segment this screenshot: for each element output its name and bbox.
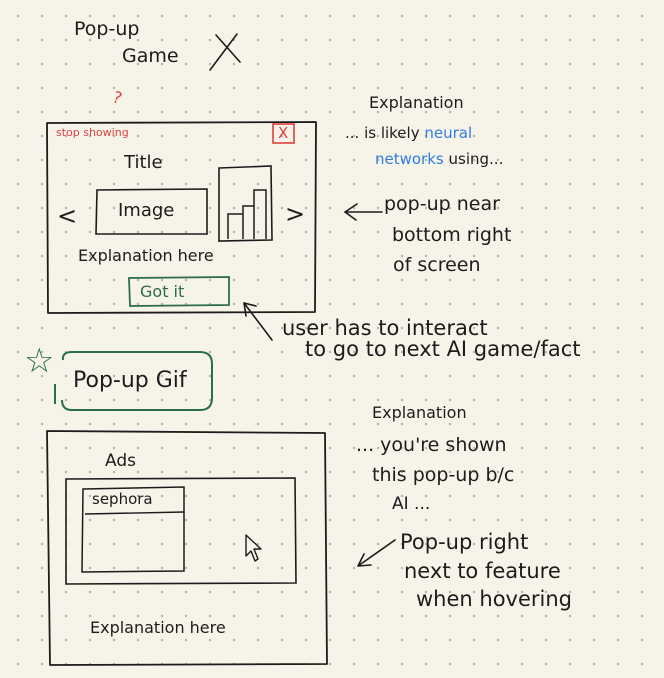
ad-inner-box [65,477,297,585]
next-arrow-icon[interactable]: > [285,200,306,228]
sephora-box [81,486,185,573]
close-box [272,123,295,144]
placement-note-2: bottom right [392,224,512,246]
ad-explanation-line-3: AI ... [392,494,431,514]
heading-game: Game [122,45,179,67]
explanation-suffix: using... [448,150,504,168]
hover-arrow [357,539,396,567]
ad-explanation-line-1: ... you're shown [356,434,507,456]
explanation-prefix: ... is likely [345,124,420,142]
heading-popup: Pop-up [74,18,140,40]
got-it-box [128,276,230,307]
interaction-note-1: user has to interact [282,316,488,340]
hover-note-2: next to feature [404,559,561,583]
gif-pill [61,351,213,411]
popup-game-frame [46,121,317,314]
placement-arrow [343,203,383,221]
popup-explanation: Explanation here [78,246,214,265]
explanation-line-1: ... is likely neural [345,126,472,141]
image-label: Image [118,200,175,221]
popup-title: Title [124,152,163,173]
ad-explanation: Explanation here [90,618,226,637]
ads-label: Ads [105,451,136,471]
interaction-arrow [243,302,273,341]
sephora-label: sephora [92,490,153,508]
ad-frame [46,430,328,666]
cursor-icon [245,534,262,562]
popup-gif-label: Pop-up Gif [73,368,187,393]
hover-note-3: when hovering [416,587,573,611]
close-icon[interactable]: X [278,124,289,142]
interaction-note-2: to go to next AI game/fact [305,337,581,361]
explanation-highlight-neural: neural [424,124,473,142]
heading-x-mark [209,33,241,71]
explanation-highlight-networks: networks [375,150,444,168]
star-icon: ☆ [24,341,55,381]
stop-showing-link[interactable]: stop showing [56,126,129,139]
sephora-underline [84,511,185,515]
explanation-line-2: networks using... [375,152,503,167]
chart-bars-icon [227,189,267,239]
image-box [95,188,208,235]
placement-note-3: of screen [393,254,481,276]
prev-arrow-icon[interactable]: < [57,202,78,230]
ad-explanation-line-2: this pop-up b/c [372,464,515,486]
got-it-button[interactable]: Got it [140,282,185,301]
chart-box [218,165,273,242]
ad-explanation-heading: Explanation [372,403,467,422]
hover-note-1: Pop-up right [400,530,529,554]
placement-note-1: pop-up near [384,193,500,215]
explanation-heading: Explanation [369,93,464,112]
